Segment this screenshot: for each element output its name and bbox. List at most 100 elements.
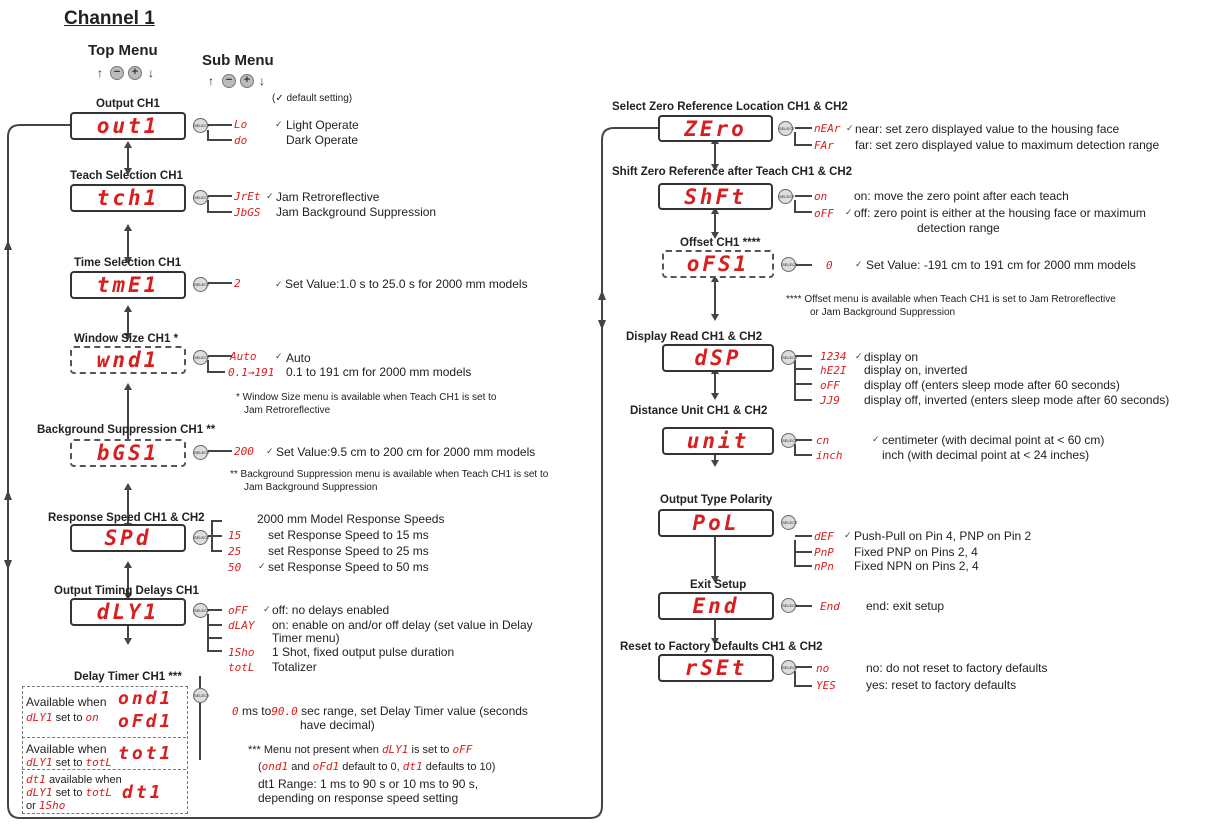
default-check-icon: ✓ [872,434,880,444]
dt1-range: dt1 Range: 1 ms to 90 s or 10 ms to 90 s… [258,777,479,791]
end-display: End [658,592,774,620]
option-text: on: enable on and/or off delay (set valu… [272,618,533,632]
select-button-icon: SELECT [193,530,210,545]
option-text: 1 Shot, fixed output pulse duration [272,645,455,659]
option-text: no: do not reset to factory defaults [866,661,1048,675]
timer-range-cont: have decimal) [300,718,375,732]
teach-display: tch1 [70,184,186,212]
window-note: Jam Retroreflective [244,405,331,416]
offset-note: or Jam Background Suppression [810,307,956,318]
option-text: Totalizer [272,660,317,674]
option-code: 200 [234,445,254,458]
shift-title: Shift Zero Reference after Teach CH1 & C… [612,166,853,178]
timer-cond-line: or 1Sho [26,799,66,812]
timer-cond-text: Available when [26,695,107,709]
sub-plus-button-icon: + [240,74,254,88]
default-check-icon: ✓ [263,604,271,614]
default-check-icon: ✓ [844,530,852,540]
timer-group [22,686,188,814]
timer-title: Delay Timer CH1 *** [74,671,182,683]
timer-cond-line: dLY1 set to totL [26,786,113,799]
unit-display: unit [662,427,774,455]
default-check-icon: ✓ [846,123,854,133]
down-arrow-icon: ↓ [148,66,154,80]
default-check-icon: ✓ [266,446,274,456]
zero-display: ZEro [658,115,773,142]
option-code: JbGS [234,206,261,219]
select-button-icon: SELECT [193,118,210,133]
divider [22,737,186,738]
option-code: 2 [234,277,241,290]
zero-title: Select Zero Reference Location CH1 & CH2 [612,101,848,113]
option-text: display off (enters sleep mode after 60 … [864,378,1120,392]
speed-display: SPd [70,524,186,552]
sub-up-arrow-icon: ↑ [208,74,214,88]
option-code: JJ9 [820,394,840,407]
default-check-icon: ✓ [275,119,283,129]
option-text: Dark Operate [286,133,359,147]
option-text: set Response Speed to 15 ms [268,528,429,542]
option-code: 50 [228,561,242,574]
select-button-icon: SELECT [193,688,210,703]
offset-title: Offset CH1 **** [680,237,761,249]
option-text: end: exit setup [866,599,945,613]
option-code: dLAY [228,619,255,632]
option-code: oFF [820,379,840,392]
option-code: cn [816,434,830,447]
output-title: Output CH1 [96,98,160,110]
option-code: End [820,600,840,613]
option-text: Set Value: -191 cm to 191 cm for 2000 mm… [866,258,1136,272]
option-text: centimeter (with decimal point at < 60 c… [882,433,1105,447]
option-code: no [816,662,830,675]
option-text: off: no delays enabled [272,603,390,617]
option-text: Set Value:9.5 cm to 200 cm for 2000 mm m… [276,445,536,459]
option-code: hE2I [820,364,847,377]
offset-display: oFS1 [662,250,774,278]
timer-cond-line: dLY1 set to totL [26,756,113,769]
option-code: 15 [228,529,242,542]
option-code: PnP [814,546,834,559]
bgs-note: Jam Background Suppression [244,482,378,493]
option-code: do [234,134,248,147]
timer-display-ofd1: oFd1 [118,711,174,732]
option-code: 25 [228,545,242,558]
dt1-range-cont: depending on response speed setting [258,791,459,805]
window-display: wnd1 [70,346,186,374]
option-code: JrEt [234,190,261,203]
bgs-note: ** Background Suppression menu is availa… [230,469,549,480]
output-display: out1 [70,112,186,140]
window-title: Window Size CH1 * [74,333,179,345]
timer-note-2: (ond1 and oFd1 default to 0, dt1 default… [258,760,496,773]
option-code: YES [816,679,836,692]
option-text: display off, inverted (enters sleep mode… [864,393,1170,407]
default-check-icon: ✓ [275,351,283,361]
plus-button-icon: + [128,66,142,80]
option-text: Jam Retroreflective [276,190,380,204]
disp-display: dSP [662,344,774,372]
option-text: set Response Speed to 25 ms [268,544,429,558]
option-text: Push-Pull on Pin 4, PNP on Pin 2 [854,529,1032,543]
option-text: on: move the zero point after each teach [854,189,1069,203]
pol-title: Output Type Polarity [660,494,773,506]
option-code: Lo [234,118,248,131]
delays-title: Output Timing Delays CH1 [54,585,199,597]
delays-display: dLY1 [70,598,186,626]
option-text: off: zero point is either at the housing… [854,206,1146,220]
offset-note: **** Offset menu is available when Teach… [786,294,1116,305]
select-button-icon: SELECT [781,660,798,675]
up-arrow-icon: ↑ [97,66,103,80]
select-button-icon: SELECT [778,189,795,204]
option-text: far: set zero displayed value to maximum… [855,138,1160,152]
option-code: FAr [814,139,834,152]
top-menu-label: Top Menu [88,42,158,59]
speed-header: 2000 mm Model Response Speeds [257,512,445,526]
sub-menu-label: Sub Menu [202,52,274,69]
bgs-display: bGS1 [70,439,186,467]
sub-minus-button-icon: − [222,74,236,88]
select-button-icon: SELECT [193,603,210,618]
option-code: 0 [826,259,833,272]
reset-title: Reset to Factory Defaults CH1 & CH2 [620,641,823,653]
option-code: oFF [228,604,248,617]
option-text-cont: detection range [917,221,1000,235]
bgs-title: Background Suppression CH1 ** [37,424,216,436]
